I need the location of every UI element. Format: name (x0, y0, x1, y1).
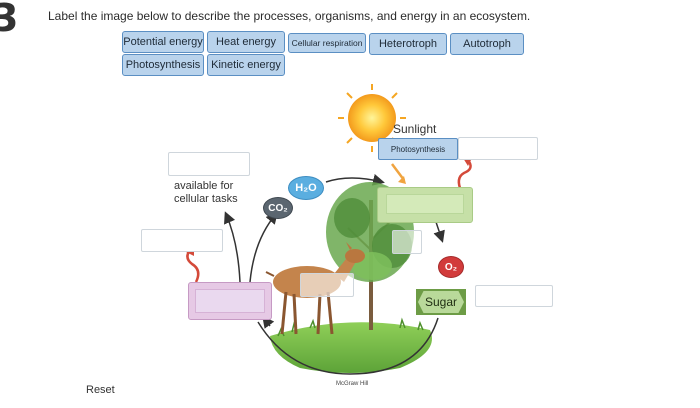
placed-photosynthesis-label[interactable]: Photosynthesis (378, 138, 458, 160)
heat-squiggle-left-icon (186, 249, 200, 283)
co2-release-arrow (249, 211, 278, 283)
sugar-hexagon-outline: Sugar (416, 289, 466, 315)
heat-squiggle-right-icon (457, 159, 472, 189)
cycle-arrow-bottom (257, 317, 439, 375)
chip-autotroph[interactable]: Autotroph (450, 33, 524, 55)
drop-target-left-middle[interactable] (141, 229, 223, 252)
co2-molecule-icon: CO₂ (263, 197, 293, 219)
photosynthesis-drop-target[interactable] (386, 194, 464, 214)
chip-photosynthesis[interactable]: Photosynthesis (122, 54, 204, 76)
sugar-label: Sugar (418, 291, 464, 313)
energy-up-arrow (224, 211, 241, 283)
respiration-drop-target[interactable] (195, 289, 265, 313)
water-to-plant-arrow (325, 173, 385, 186)
sun-icon (338, 84, 406, 152)
question-prompt: Label the image below to describe the pr… (48, 9, 531, 23)
available-for-cellular-tasks-label: available for cellular tasks (174, 180, 238, 205)
chip-heat-energy[interactable]: Heat energy (207, 31, 285, 53)
chip-cellular-respiration[interactable]: Cellular respiration (288, 33, 366, 53)
water-molecule-icon: H₂O (288, 176, 324, 200)
oxygen-molecule-icon: O₂ (438, 256, 464, 278)
chip-potential-energy[interactable]: Potential energy (122, 31, 204, 53)
chip-heterotroph[interactable]: Heterotroph (369, 33, 447, 55)
photosynthesis-process-box[interactable] (377, 187, 473, 223)
drop-target-top-right[interactable] (458, 137, 538, 160)
reset-button[interactable]: Reset (86, 384, 115, 396)
sunlight-arrow-icon (391, 163, 405, 181)
sunlight-label: Sunlight (393, 122, 437, 136)
copyright-label: McGraw Hill (336, 381, 369, 387)
drop-target-sugar[interactable] (475, 285, 553, 307)
drop-target-energy-label[interactable] (168, 152, 250, 176)
question-number: 3 (0, 0, 19, 40)
drop-target-tree[interactable] (392, 230, 422, 254)
respiration-process-box[interactable] (188, 282, 272, 320)
drop-target-deer[interactable] (300, 273, 354, 297)
chip-kinetic-energy[interactable]: Kinetic energy (207, 54, 285, 76)
